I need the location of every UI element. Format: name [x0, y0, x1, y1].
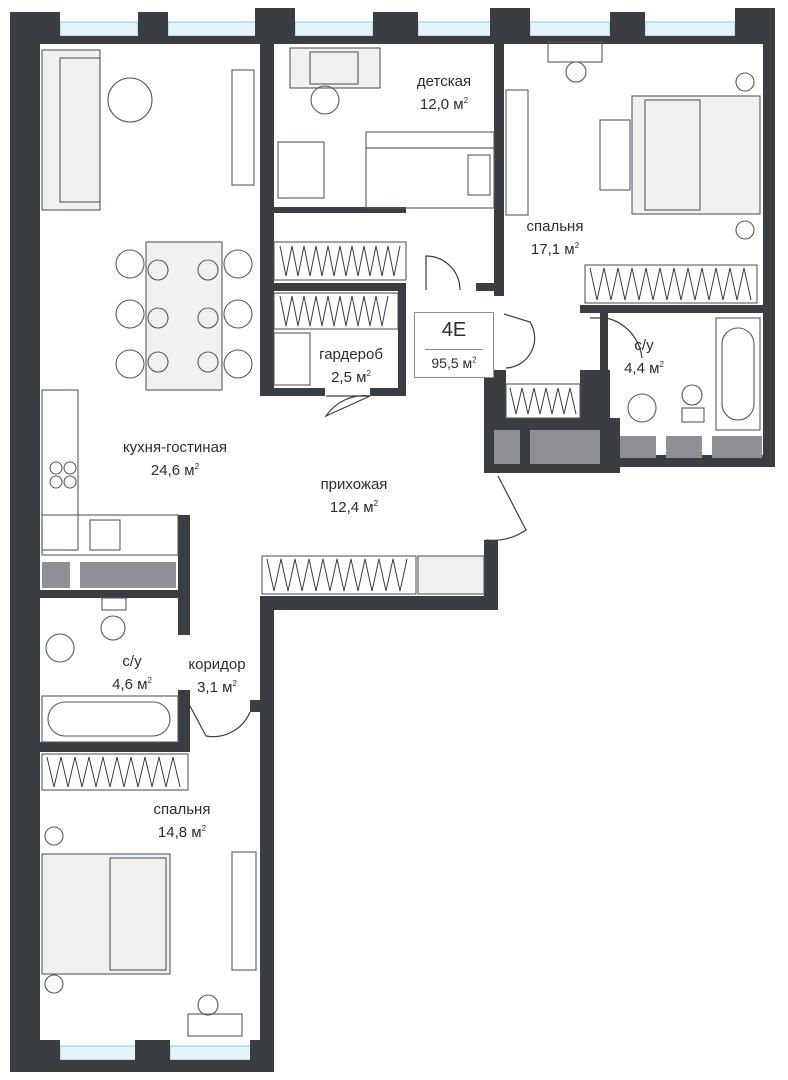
room-area: 12,0 м2 — [419, 96, 469, 113]
plan-total-area: 95,5 м2 — [415, 355, 493, 371]
room-label-kitchen: кухня-гостиная 24,6 м2 — [100, 438, 250, 480]
room-area: 12,4 м2 — [329, 499, 379, 516]
furniture — [41, 41, 761, 1037]
wardrobe-storage — [41, 241, 758, 791]
room-area: 3,1 м2 — [197, 679, 237, 696]
room-label-bath-left: с/у 4,6 м2 — [92, 652, 172, 694]
room-name: гардероб — [319, 346, 383, 363]
unit-sup: 2 — [472, 355, 477, 365]
room-label-bath-top: с/у 4,4 м2 — [604, 336, 684, 378]
room-label-bedroom-bottom: спальня 14,8 м2 — [132, 800, 232, 842]
walls — [10, 8, 775, 1072]
room-area: 4,4 м2 — [624, 360, 664, 377]
plan-total-area-value: 95,5 м — [431, 355, 473, 371]
room-area: 14,8 м2 — [157, 824, 207, 841]
doors — [189, 255, 643, 738]
room-area: 2,5 м2 — [331, 369, 371, 386]
room-name: с/у — [122, 653, 142, 670]
room-name: с/у — [634, 337, 654, 354]
room-label-wardrobe: гардероб 2,5 м2 — [306, 345, 396, 387]
room-name: спальня — [526, 218, 584, 235]
room-label-corridor: коридор 3,1 м2 — [172, 655, 262, 697]
grey-counters — [42, 430, 762, 588]
plan-label-box: 4E 95,5 м2 — [414, 312, 494, 378]
room-label-kids: детская 12,0 м2 — [394, 72, 494, 114]
plan-divider — [425, 349, 483, 350]
room-area: 24,6 м2 — [150, 462, 200, 479]
room-name: детская — [416, 73, 472, 90]
room-name: кухня-гостиная — [122, 439, 228, 456]
room-name: прихожая — [320, 476, 388, 493]
room-area: 4,6 м2 — [112, 676, 152, 693]
room-name: коридор — [188, 656, 246, 673]
room-label-bedroom-top: спальня 17,1 м2 — [505, 217, 605, 259]
room-area: 17,1 м2 — [530, 241, 580, 258]
plan-code: 4E — [441, 319, 467, 341]
room-name: спальня — [153, 801, 211, 818]
room-label-hall: прихожая 12,4 м2 — [304, 475, 404, 517]
